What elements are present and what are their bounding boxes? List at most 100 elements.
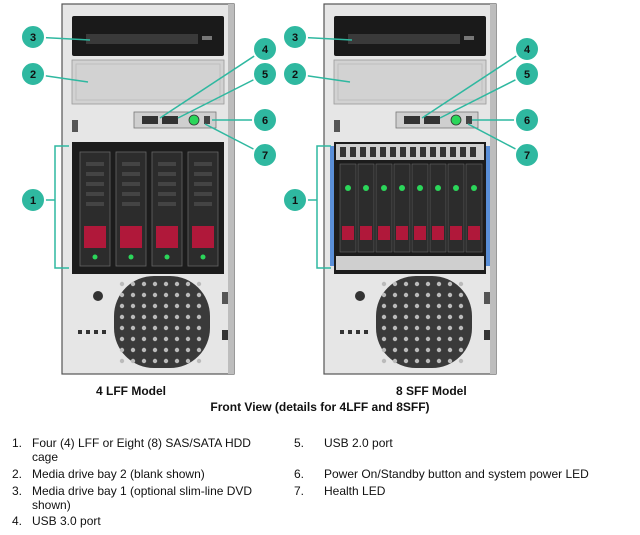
callout-marker <box>282 61 308 87</box>
grille-hole <box>141 325 147 331</box>
grille-hole <box>392 347 398 353</box>
grille-hole <box>119 336 125 342</box>
grille-hole <box>119 358 125 364</box>
grille-hole <box>447 325 453 331</box>
grille-hole <box>174 325 180 331</box>
carrier-vent <box>194 202 212 206</box>
grille-hole <box>119 292 125 298</box>
grille-hole <box>196 292 202 298</box>
carrier-vent <box>158 202 176 206</box>
grille-hole <box>436 347 442 353</box>
cage-vent-hole <box>440 147 446 157</box>
grille-hole <box>414 281 420 287</box>
grille-hole <box>436 281 442 287</box>
grille-hole <box>152 347 158 353</box>
callout-number: 5 <box>524 69 530 81</box>
grille-hole <box>403 281 409 287</box>
grille-hole <box>152 336 158 342</box>
grille-hole <box>403 347 409 353</box>
grille-hole <box>436 303 442 309</box>
grille-hole <box>130 325 136 331</box>
grille-hole <box>414 347 420 353</box>
callout-bracket <box>316 145 331 269</box>
cage-vent-hole <box>470 147 476 157</box>
grille-hole <box>392 358 398 364</box>
grille-hole <box>196 325 202 331</box>
grille-hole <box>152 358 158 364</box>
grille-hole <box>425 281 431 287</box>
grille-hole <box>185 303 191 309</box>
grille-hole <box>196 336 202 342</box>
grille-hole <box>141 358 147 364</box>
health-led <box>204 116 210 124</box>
grille-hole <box>458 281 464 287</box>
media-bay-blank <box>71 59 225 105</box>
chassis-hole <box>364 330 368 334</box>
chassis-slot <box>484 292 490 304</box>
drive-release-latch <box>360 226 372 240</box>
optical-drive-tray <box>348 34 460 44</box>
callout-number: 6 <box>262 115 268 127</box>
callout-marker <box>514 142 540 168</box>
media-bay-blank <box>333 59 487 105</box>
grille-hole <box>414 358 420 364</box>
grille-hole <box>447 303 453 309</box>
drive-status-led <box>363 185 369 191</box>
chassis-hole <box>356 330 360 334</box>
chassis-hole <box>94 330 98 334</box>
cage-vent-hole <box>410 147 416 157</box>
legend-text: Four (4) LFF or Eight (8) SAS/SATA HDD c… <box>32 436 251 464</box>
carrier-vent <box>86 162 104 166</box>
grille-hole <box>174 281 180 287</box>
grille-hole <box>130 358 136 364</box>
drive-status-led <box>381 185 387 191</box>
drive-status-led <box>471 185 477 191</box>
callout-marker <box>20 24 46 50</box>
grille-hole <box>163 292 169 298</box>
grille-hole <box>403 336 409 342</box>
carrier-vent <box>122 202 140 206</box>
grille-hole <box>152 314 158 320</box>
drive-status-led <box>399 185 405 191</box>
grille-hole <box>414 292 420 298</box>
grille-hole <box>392 292 398 298</box>
grille-hole <box>447 336 453 342</box>
lff-model-caption: 4 LFF Model <box>96 384 166 398</box>
legend-number: 5. <box>294 436 305 450</box>
chassis-hole <box>78 330 82 334</box>
callout-leader-line <box>439 73 528 119</box>
callout-number: 3 <box>292 32 298 44</box>
cage-vent-hole <box>360 147 366 157</box>
drive-status-led <box>435 185 441 191</box>
grille-hole <box>403 303 409 309</box>
grille-hole <box>425 292 431 298</box>
grille-hole <box>403 314 409 320</box>
callout-number: 7 <box>524 150 530 162</box>
grille-hole <box>425 336 431 342</box>
grille-hole <box>447 358 453 364</box>
grille-hole <box>381 347 387 353</box>
callout-marker <box>514 107 540 133</box>
cage-vent-hole <box>450 147 456 157</box>
grille-hole <box>141 336 147 342</box>
carrier-vent <box>122 182 140 186</box>
carrier-vent <box>122 192 140 196</box>
callout-marker <box>252 107 278 133</box>
grille-hole <box>174 314 180 320</box>
grille-hole <box>458 325 464 331</box>
grille-hole <box>458 292 464 298</box>
grille-hole <box>185 314 191 320</box>
lff-drive-carrier <box>115 151 147 267</box>
grille-hole <box>425 358 431 364</box>
drive-status-led <box>453 185 459 191</box>
drive-release-latch <box>432 226 444 240</box>
grille-hole <box>185 336 191 342</box>
grille-hole <box>141 303 147 309</box>
grille-hole <box>381 281 387 287</box>
lff-drive-carrier <box>151 151 183 267</box>
grille-hole <box>381 325 387 331</box>
carrier-vent <box>86 182 104 186</box>
drive-status-led <box>417 185 423 191</box>
grille-hole <box>458 336 464 342</box>
